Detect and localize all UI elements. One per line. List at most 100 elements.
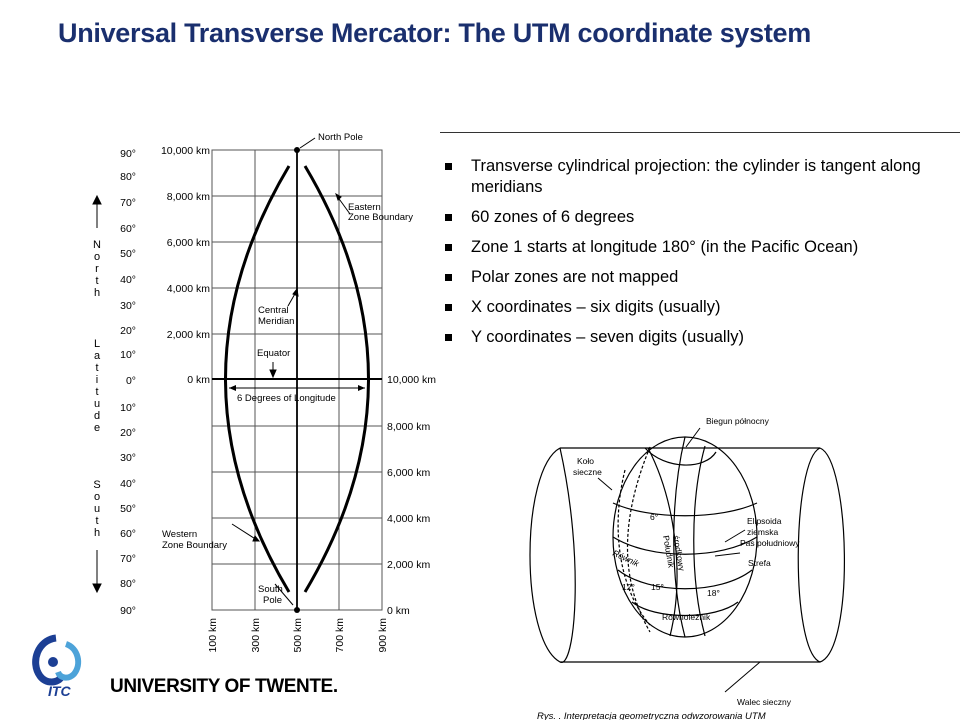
km-left-label: 10,000 km [161, 145, 210, 157]
lat-label: 70° [120, 553, 136, 565]
bullet-text: Y coordinates – seven digits (usually) [471, 328, 745, 346]
figure-caption: Rys. . Interpretacja geometryczna odwzor… [537, 711, 766, 720]
svg-text:h: h [94, 527, 100, 539]
south-pole-label-2: Pole [263, 595, 282, 606]
km-left-label: 4,000 km [167, 283, 210, 295]
svg-text:u: u [94, 503, 100, 515]
bullet-item: Zone 1 starts at longitude 180° (in the … [442, 237, 942, 258]
km-left-label: 2,000 km [167, 329, 210, 341]
lat-label: 70° [120, 197, 136, 209]
svg-text:e: e [94, 422, 100, 434]
bullet-text: X coordinates – six digits (usually) [471, 298, 721, 316]
pas-label: Pas południowy [740, 538, 800, 548]
x-label: 300 km [250, 618, 262, 653]
vertical-words: N o r t h L a t i t u d e S o u t h [93, 239, 101, 539]
bullet-item: 60 zones of 6 degrees [442, 207, 942, 228]
eastern-label-2: Zone Boundary [348, 212, 413, 223]
elipsoida-label-2: ziemska [747, 527, 778, 537]
western-label: Western [162, 529, 197, 540]
bullet-square-icon [445, 274, 452, 281]
side-arrows [92, 194, 102, 594]
lat-label: 20° [120, 325, 136, 337]
elipsoida-label: Elipsoida [747, 516, 782, 526]
equator-label: Equator [257, 348, 290, 359]
secant-cylinder-diagram: Biegun północny Koło sieczne Elipsoida z… [529, 416, 846, 720]
x-axis-labels: 100 km 300 km 500 km 700 km 900 km [207, 618, 389, 653]
lat-label: 50° [120, 503, 136, 515]
km-left-labels: 10,000 km 8,000 km 6,000 km 4,000 km 2,0… [161, 145, 210, 386]
strefa-label: Strefa [748, 558, 771, 568]
km-left-label: 6,000 km [167, 237, 210, 249]
lat-label: 40° [120, 478, 136, 490]
bullet-text: 60 zones of 6 degrees [471, 208, 635, 226]
bullet-text: Transverse cylindrical projection: the c… [471, 157, 921, 196]
km-right-label: 8,000 km [387, 421, 430, 433]
lat-label: 10° [120, 402, 136, 414]
kolo-label-2: sieczne [573, 467, 602, 477]
svg-text:a: a [94, 350, 101, 362]
bullet-square-icon [445, 214, 452, 221]
km-right-label: 2,000 km [387, 559, 430, 571]
bullet-item: Transverse cylindrical projection: the c… [442, 156, 942, 198]
cylinder-left-end [529, 447, 576, 663]
svg-text:i: i [96, 374, 98, 386]
lat-label: 20° [120, 427, 136, 439]
km-right-label: 0 km [387, 605, 410, 617]
x-label: 700 km [334, 618, 346, 653]
svg-text:o: o [94, 491, 100, 503]
svg-text:t: t [95, 515, 98, 527]
south-letter: S [93, 479, 100, 491]
itc-logo: ITC [32, 634, 82, 699]
lat-label: 0° [126, 375, 136, 387]
bullet-square-icon [445, 334, 452, 341]
km-left-label: 0 km [187, 374, 210, 386]
lat-label: 80° [120, 171, 136, 183]
svg-text:u: u [94, 398, 100, 410]
latitude-letter: L [94, 338, 100, 350]
walec-label: Walec sieczny [737, 697, 792, 707]
biegun-label: Biegun północny [706, 416, 770, 426]
university-name: UNIVERSITY OF TWENTE. [110, 676, 338, 697]
svg-text:t: t [95, 275, 98, 287]
svg-text:h: h [94, 287, 100, 299]
lat-label: 60° [120, 528, 136, 540]
x-label: 100 km [207, 618, 219, 653]
latitude-labels: 90° 80° 70° 60° 50° 40° 30° 20° 10° 0° 1… [120, 148, 136, 617]
lat-label: 50° [120, 248, 136, 260]
svg-text:o: o [94, 251, 100, 263]
svg-text:t: t [95, 386, 98, 398]
north-letter: N [93, 239, 101, 251]
western-label-2: Zone Boundary [162, 540, 227, 551]
bullet-square-icon [445, 244, 452, 251]
itc-text: ITC [48, 683, 71, 699]
km-left-label: 8,000 km [167, 191, 210, 203]
deg-12: 12° [622, 582, 635, 592]
km-right-label: 6,000 km [387, 467, 430, 479]
bullet-item: X coordinates – six digits (usually) [442, 297, 942, 318]
diagram-annotations: North Pole Eastern Zone Boundary Central… [162, 132, 413, 606]
lat-label: 40° [120, 274, 136, 286]
bullet-square-icon [445, 163, 452, 170]
eastern-label: Eastern [348, 202, 381, 213]
lat-label: 10° [120, 349, 136, 361]
lat-label: 90° [120, 605, 136, 617]
page-title: Universal Transverse Mercator: The UTM c… [58, 18, 811, 48]
bullet-text: Zone 1 starts at longitude 180° (in the … [471, 238, 859, 256]
kolo-label: Koło [577, 456, 594, 466]
north-pole-label: North Pole [318, 132, 363, 143]
deg-6: 6° [650, 512, 658, 522]
cylinder-right-end [797, 447, 846, 663]
svg-text:t: t [95, 362, 98, 374]
south-pole-label: South [258, 584, 283, 595]
bullet-square-icon [445, 304, 452, 311]
bullet-item: Y coordinates – seven digits (usually) [442, 327, 942, 348]
bullet-text: Polar zones are not mapped [471, 268, 679, 286]
lat-label: 90° [120, 148, 136, 160]
western-boundary-curve [224, 165, 291, 593]
six-degrees-label: 6 Degrees of Longitude [237, 393, 336, 404]
annotation-arrows [231, 137, 351, 606]
svg-text:r: r [95, 263, 99, 275]
lat-label: 60° [120, 223, 136, 235]
deg-18: 18° [707, 588, 720, 598]
north-pole-dot [294, 147, 300, 153]
